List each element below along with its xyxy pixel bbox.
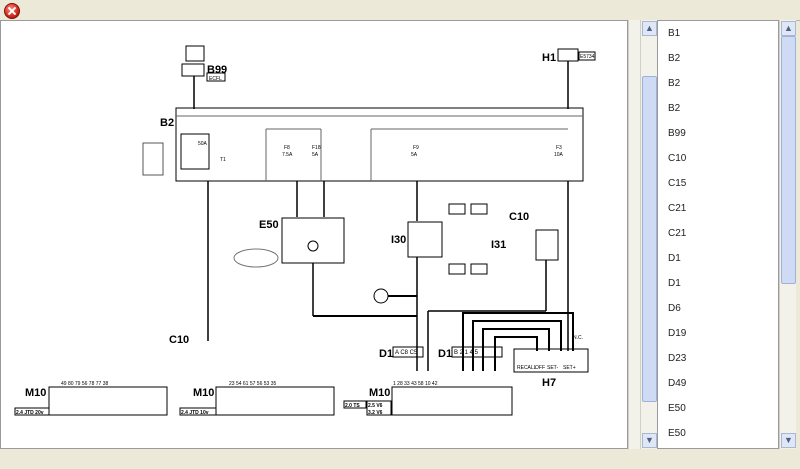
list-item[interactable]: B2 — [668, 103, 681, 114]
b2-box — [175, 107, 584, 182]
diagram-scrollbar[interactable]: ▲ ▼ — [640, 20, 657, 449]
wiring-diagram-pane[interactable]: B99 ECFL H1 E5734 B2 50A T1 F8 7.5A F18 … — [0, 20, 628, 449]
b99-label: B99 — [207, 64, 227, 76]
m10-b-ecu — [215, 386, 335, 416]
e7022-icon — [373, 288, 389, 304]
list-item[interactable]: C21 — [668, 228, 687, 239]
e50-label: E50 — [259, 219, 279, 231]
svg-text:2.0 TS: 2.0 TS — [345, 403, 360, 409]
ecfl-box — [206, 72, 226, 82]
m10-c-label: M10 — [369, 387, 390, 399]
svg-text:SET-: SET- — [547, 365, 558, 371]
d1-b-label: D1 — [438, 348, 452, 360]
m10-b-label: M10 — [193, 387, 214, 399]
svg-text:1 28 33 43 58 10 42: 1 28 33 43 58 10 42 — [393, 381, 438, 387]
scroll-up-icon[interactable]: ▲ — [781, 21, 796, 36]
list-item[interactable]: D6 — [668, 303, 681, 314]
svg-text:F3: F3 — [556, 145, 562, 151]
relay-connector-icon — [142, 142, 164, 176]
scroll-down-icon[interactable]: ▼ — [781, 433, 796, 448]
svg-text:49 80 79 56 78 77 38: 49 80 79 56 78 77 38 — [61, 381, 108, 387]
i31-switch — [535, 229, 559, 261]
list-item[interactable]: C10 — [668, 153, 687, 164]
svg-text:A C8 C5: A C8 C5 — [395, 350, 418, 356]
svg-text:3.2 V6: 3.2 V6 — [368, 410, 383, 416]
m10-a-label: M10 — [25, 387, 46, 399]
title-bar — [0, 0, 800, 21]
svg-text:F8: F8 — [284, 145, 290, 151]
status-bar — [0, 449, 800, 469]
svg-text:50A: 50A — [198, 141, 208, 147]
list-scrollbar[interactable]: ▲ ▼ — [779, 20, 796, 449]
svg-text:RECALL: RECALL — [517, 365, 537, 371]
c10-left-label: C10 — [169, 334, 189, 346]
scroll-up-icon[interactable]: ▲ — [642, 21, 657, 36]
svg-text:5A: 5A — [411, 152, 418, 158]
svg-text:2.4 JTD 10v: 2.4 JTD 10v — [181, 410, 209, 416]
wiring-diagram: B99 ECFL H1 E5734 B2 50A T1 F8 7.5A F18 … — [14, 45, 596, 416]
c2021-icon-b — [448, 263, 466, 275]
svg-text:5A: 5A — [312, 152, 319, 158]
list-item[interactable]: C15 — [668, 178, 687, 189]
list-item[interactable]: B1 — [668, 28, 681, 39]
m10-c-ecu — [391, 386, 513, 416]
e5734-box — [578, 51, 596, 61]
scroll-thumb[interactable] — [642, 76, 657, 402]
svg-text:SET+: SET+ — [563, 365, 576, 371]
jtd10-tag — [179, 407, 217, 416]
d1-a-connector — [392, 346, 424, 358]
h1-label: H1 — [542, 52, 556, 64]
svg-text:OFF: OFF — [535, 365, 545, 371]
e7020-icon-b — [470, 263, 488, 275]
e7020-icon — [470, 203, 488, 215]
dashboard-icon — [233, 248, 279, 268]
close-icon[interactable] — [4, 3, 20, 19]
list-item[interactable]: D1 — [668, 278, 681, 289]
list-item[interactable]: B99 — [668, 128, 686, 139]
svg-text:2.4 JTD 20v: 2.4 JTD 20v — [16, 410, 44, 416]
i30-label: I30 — [391, 234, 406, 246]
list-item[interactable]: B2 — [668, 78, 681, 89]
list-item[interactable]: D1 — [668, 253, 681, 264]
svg-text:B 2 1 4 5: B 2 1 4 5 — [454, 350, 479, 356]
i31-label: I31 — [491, 239, 506, 251]
svg-text:7.5A: 7.5A — [282, 152, 293, 158]
svg-text:T1: T1 — [220, 157, 226, 163]
c2021-icon — [448, 203, 466, 215]
svg-text:10A: 10A — [554, 152, 564, 158]
h7-label: H7 — [542, 377, 556, 389]
list-item[interactable]: D49 — [668, 378, 687, 389]
d1-b-connector — [451, 346, 503, 358]
e5734-label: E5734 — [580, 54, 595, 60]
ecfl-label: ECFL — [209, 76, 222, 82]
jtd20-tag — [14, 407, 50, 416]
v6-tag — [366, 400, 392, 416]
h7-box — [513, 348, 589, 373]
ts20-tag — [343, 400, 367, 409]
list-item[interactable]: E50 — [668, 403, 686, 414]
list-item[interactable]: E50 — [668, 428, 686, 439]
h1-symbol — [557, 48, 579, 62]
relay-50a — [180, 133, 210, 170]
list-item[interactable]: D19 — [668, 328, 687, 339]
c10-right-label: C10 — [509, 211, 529, 223]
svg-text:F9: F9 — [413, 145, 419, 151]
list-item[interactable]: D23 — [668, 353, 687, 364]
list-item[interactable]: C21 — [668, 203, 687, 214]
svg-text:N.C.: N.C. — [573, 335, 583, 341]
svg-text:F18: F18 — [312, 145, 321, 151]
scroll-down-icon[interactable]: ▼ — [642, 433, 657, 448]
svg-text:2.5 V6: 2.5 V6 — [368, 403, 383, 409]
scroll-thumb[interactable] — [781, 36, 796, 284]
b99-box — [181, 63, 205, 77]
list-item[interactable]: B2 — [668, 53, 681, 64]
b2-label: B2 — [160, 117, 174, 129]
m10-a-ecu — [48, 386, 168, 416]
b99-symbol — [185, 45, 205, 62]
d1-a-label: D1 — [379, 348, 393, 360]
i30-switch — [407, 221, 443, 258]
svg-text:23 54 61 57 56 53 35: 23 54 61 57 56 53 35 — [229, 381, 276, 387]
